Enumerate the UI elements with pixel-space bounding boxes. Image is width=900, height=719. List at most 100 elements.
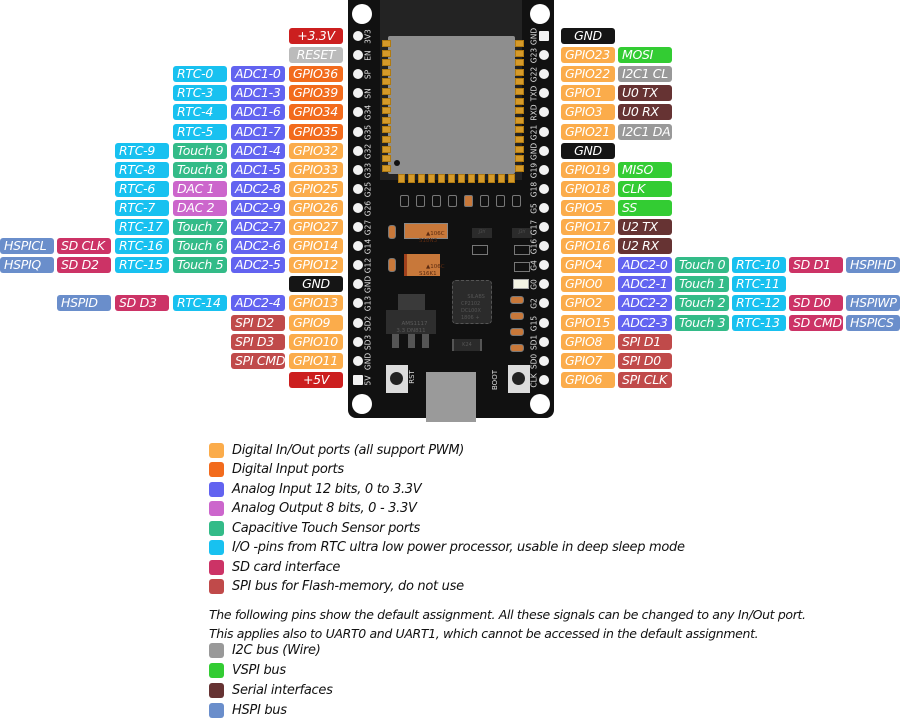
left-pin-tag-analog-in: ADC2-7 [231,219,285,235]
board-pin-label: 5V [363,375,373,386]
module-pad [382,69,391,76]
power-led [513,279,529,289]
module-pad [382,117,391,124]
right-pin-tag-touch: Touch 1 [675,276,729,292]
module-pad [515,59,524,66]
right-pin-tag-vspi: SS [618,200,672,216]
boot-label-text: BOOT [491,370,499,390]
header-pin [353,298,363,308]
right-pin-tag-analog-in: ADC2-2 [618,295,672,311]
left-pin-tag-digital-io: GPIO13 [289,295,343,311]
legend-item: Serial interfaces [209,681,333,699]
legend-label: Capacitive Touch Sensor ports [232,520,421,536]
header-pin [353,69,363,79]
header-pin [353,146,363,156]
module-pad [382,126,391,133]
legend-label: HSPI bus [232,702,287,718]
header-pin [539,146,549,156]
right-pin-tag-digital-io: GPIO8 [561,334,615,350]
right-pin-tag-hspi: HSPIHD [846,257,900,273]
right-pin-tag-hspi: HSPICS [846,315,900,331]
voltage-regulator: AMS1117 3.3 DN811 [386,310,436,334]
regulator-tab [398,294,425,310]
legend-item: Analog Input 12 bits, 0 to 3.3V [209,480,422,498]
header-pin [539,31,549,41]
right-pin-tag-digital-io: GPIO1 [561,85,615,101]
right-pin-tag-digital-io: GPIO6 [561,372,615,388]
left-pin-tag-digital-io: GPIO14 [289,238,343,254]
header-pin [539,203,549,213]
legend-item: SPI bus for Flash-memory, do not use [209,578,464,596]
smd-component [432,195,441,207]
legend-label: Digital In/Out ports (all support PWM) [232,442,465,458]
module-pad [515,136,524,143]
legend-item: Digital Input ports [209,461,344,479]
right-pin-tag-serial: U0 TX [618,85,672,101]
regulator-leg [422,334,429,348]
legend-label: Digital Input ports [232,462,344,477]
capacitor-1-marking: ▲106C S18N3 [419,231,445,244]
smd-component [388,258,396,272]
left-pin-tag-digital-io: GPIO33 [289,162,343,178]
module-pad [438,174,445,183]
right-pin-tag-spi-flash: SPI CLK [618,372,672,388]
transistor-marking: J3Y [478,230,486,235]
left-pin-tag-touch: Touch 5 [173,257,227,273]
right-pin-tag-digital-io: GPIO5 [561,200,615,216]
right-pin-tag-sd: SD D1 [789,257,843,273]
right-pin-tag-analog-in: ADC2-3 [618,315,672,331]
header-pin [539,88,549,98]
esp32-board: ▲106C S18N3 ▲106C S16K1 AMS1117 3.3 DN81… [348,0,554,422]
header-pin [353,165,363,175]
header-pin [353,50,363,60]
legend-swatch [209,442,224,458]
left-pin-tag-analog-in: ADC1-4 [231,143,285,159]
mounting-hole [352,394,372,414]
mounting-hole [352,4,372,24]
transistor-marking: J3Y [518,230,526,235]
right-pin-tag-gnd: GND [561,28,615,44]
reset-button[interactable] [386,365,408,393]
smd-component [496,195,505,207]
right-pin-tag-digital-io: GPIO19 [561,162,615,178]
left-pin-tag-touch: Touch 9 [173,143,227,159]
left-pin-tag-analog-in: ADC2-8 [231,181,285,197]
header-pin [353,375,363,385]
left-pin-tag-analog-in: ADC2-5 [231,257,285,273]
right-pin-tag-serial: U0 RX [618,104,672,120]
legend-label: I/O -pins from RTC ultra low power proce… [232,540,685,555]
regulator-leg [408,334,415,348]
right-pin-tag-hspi: HSPIWP [846,295,900,311]
left-pin-tag-rtc: RTC-0 [173,66,227,82]
module-pad [488,174,495,183]
left-pin-tag-spi-flash: SPI D3 [231,334,285,350]
left-pin-tag-rtc: RTC-14 [173,295,227,311]
left-pin-tag-sd: SD D3 [115,295,169,311]
module-pad [428,174,435,183]
right-pin-tag-rtc: RTC-13 [732,315,786,331]
module-pad [418,174,425,183]
left-pin-tag-digital-io: GPIO10 [289,334,343,350]
left-pin-tag-digital-io: GPIO27 [289,219,343,235]
right-pin-tag-i2c: I2C1 DA [618,124,672,140]
module-pad [382,78,391,85]
left-pin-tag-digital-in: GPIO34 [289,104,343,120]
module-pad [515,78,524,85]
left-pin-tag-digital-io: GPIO32 [289,143,343,159]
usb-chip-marking: SILABS CP2102 DCL00X 1806 + [461,294,485,321]
left-pin-tag-sd: SD D2 [57,257,111,273]
module-pad [515,50,524,57]
module-pad [515,98,524,105]
right-pin-tag-serial: U2 RX [618,238,672,254]
left-pin-tag-analog-in: ADC1-0 [231,66,285,82]
module-pad [382,88,391,95]
legend-item: Analog Output 8 bits, 0 - 3.3V [209,500,417,518]
boot-button[interactable] [508,365,530,393]
left-pin-tag-analog-in: ADC2-9 [231,200,285,216]
module-pad [382,98,391,105]
usb-connector [426,372,476,422]
module-pad [515,146,524,153]
header-pin [539,260,549,270]
smd-component [510,312,524,320]
right-pin-tag-spi-flash: SPI D0 [618,353,672,369]
